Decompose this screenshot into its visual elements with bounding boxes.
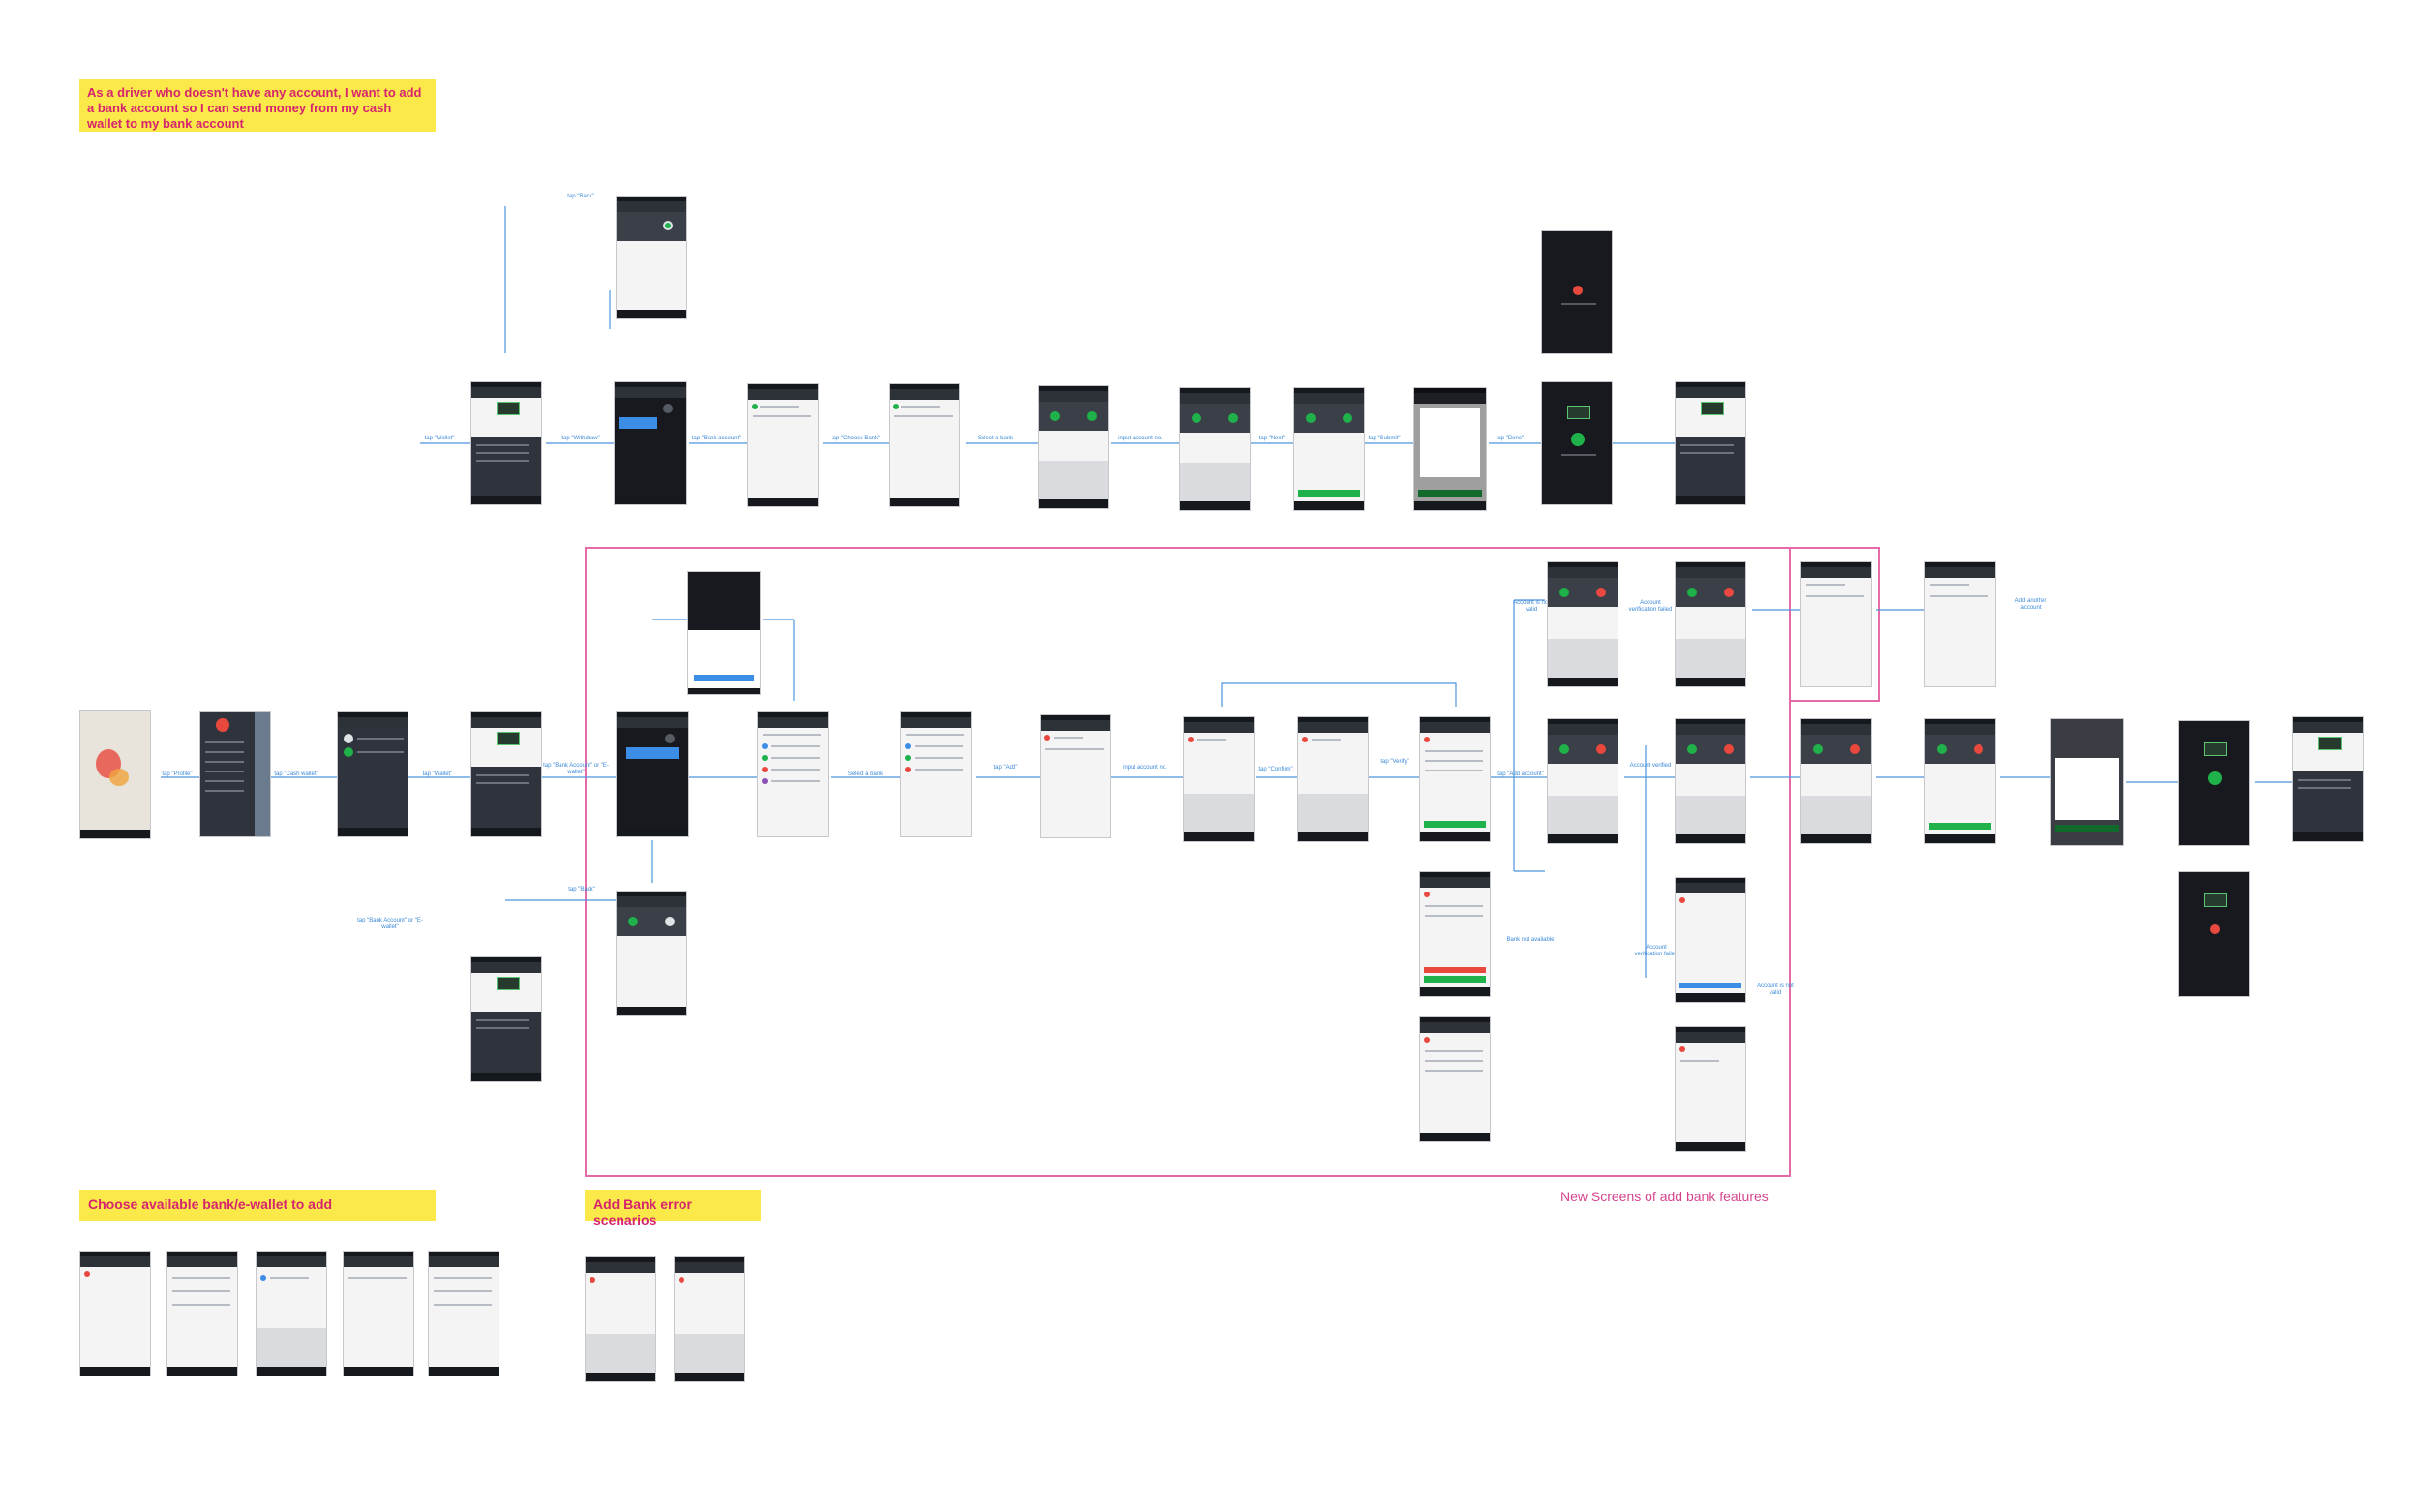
phone-screen-add-another-account	[1800, 561, 1872, 687]
phone-screen-choose-bank-4	[343, 1251, 414, 1376]
phone-screen-cash-wallet-empty	[470, 711, 542, 837]
phone-screen-bank-selected	[1040, 714, 1111, 838]
phone-screen-add-another-account-list	[1924, 561, 1996, 687]
phone-screen-side-menu	[199, 711, 271, 837]
flow-note: tap "Wallet"	[422, 771, 453, 777]
flow-note: tap "Cash wallet"	[274, 771, 318, 777]
phone-screen-account-review	[1419, 1016, 1491, 1142]
phone-screen-withdraw-success	[1541, 381, 1613, 505]
flow-note: tap "Choose Bank"	[831, 436, 881, 441]
phone-screen-bank-list	[757, 711, 829, 837]
phone-screen-bank-unavailable-detail	[1675, 1026, 1746, 1152]
story-sticky-note: As a driver who doesn't have any account…	[79, 79, 436, 132]
phone-screen-bank-type-sheet	[687, 571, 761, 695]
flow-note: tap "Back"	[568, 887, 595, 892]
flow-note: Account verified	[1629, 763, 1672, 769]
phone-screen-withdraw-to-bank-confirm	[1924, 718, 1996, 844]
flow-note: tap "Next"	[1258, 436, 1286, 441]
flow-note: tap "Back"	[567, 194, 594, 199]
phone-screen-bank-unavailable	[1675, 877, 1746, 1003]
flow-note: tap "Add"	[993, 765, 1018, 771]
flow-note: Bank not available	[1506, 937, 1555, 943]
flow-note: input account no.	[1118, 436, 1163, 441]
flow-note: tap "Bank account"	[691, 436, 741, 441]
phone-screen-bank-choice-dialog	[614, 381, 687, 505]
flow-note: tap "Profile"	[162, 771, 193, 777]
flow-note: input account no.	[1123, 765, 1167, 771]
phone-screen-account-error	[1419, 871, 1491, 997]
flow-note: tap "Done"	[1496, 436, 1525, 441]
phone-screen-account-number-filled	[1297, 716, 1369, 842]
phone-screen-withdraw-pending	[616, 891, 687, 1016]
new-screens-region-label: New Screens of add bank features	[1560, 1189, 1769, 1204]
phone-screen-verify-input	[1675, 718, 1746, 844]
error-scenarios-sticky-note: Add Bank error scenarios	[585, 1190, 761, 1227]
phone-screen-account-number-input	[1183, 716, 1255, 842]
phone-screen-choose-bank-2	[166, 1251, 238, 1376]
phone-screen-wallet-list	[337, 711, 408, 837]
phone-screen-choose-bank-5	[428, 1251, 499, 1376]
flow-note: Account is not valid	[1513, 600, 1550, 613]
phone-screen-add-account-filled	[889, 383, 960, 507]
phone-screen-wallet-result	[1675, 381, 1746, 505]
choose-bank-sticky-note: Choose available bank/e-wallet to add	[79, 1190, 436, 1221]
phone-screen-error-2	[674, 1256, 745, 1382]
flow-note: tap "Withdraw"	[561, 436, 600, 441]
flow-note: tap "Bank Account" or "E-wallet"	[543, 763, 609, 775]
phone-screen-withdraw-keypad	[1179, 387, 1251, 511]
phone-screen-wallet-added	[470, 956, 542, 1082]
phone-screen-account-holder	[1419, 716, 1491, 842]
flow-note: tap "Verify"	[1380, 759, 1409, 765]
flow-note: Account verification failed	[1634, 945, 1679, 957]
flow-note: tap "Confirm"	[1258, 767, 1293, 772]
phone-screen-verify-failed	[1675, 561, 1746, 687]
new-screens-region-notch	[1789, 700, 1880, 702]
phone-screen-map-home	[79, 710, 151, 839]
phone-screen-withdraw-to-bank-dialog	[2050, 718, 2124, 846]
phone-screen-add-bank-dialog	[616, 711, 689, 837]
phone-screen-choose-bank-3	[256, 1251, 327, 1376]
phone-screen-withdraw-to-bank-success	[2178, 720, 2250, 846]
phone-screen-add-account	[747, 383, 819, 507]
phone-screen-verify-keypad	[1547, 718, 1618, 844]
flow-note: tap "Wallet"	[424, 436, 455, 441]
phone-screen-withdraw-amount	[1038, 385, 1109, 509]
phone-screen-withdraw-to-bank-failed	[2178, 871, 2250, 997]
flow-note: Account verification failed	[1628, 600, 1673, 613]
phone-screen-wallet-final	[2292, 716, 2364, 842]
phone-screen-withdraw-to-bank	[1800, 718, 1872, 844]
phone-screen-confirm-dialog	[1413, 387, 1487, 511]
flow-note: Select a bank	[847, 771, 884, 777]
flow-note: Add another account	[2014, 598, 2047, 611]
phone-screen-withdraw-select	[616, 196, 687, 319]
flow-note: tap "Add account"	[1497, 771, 1544, 777]
flow-note: Account is not valid	[1757, 983, 1794, 996]
phone-screen-withdraw-failed	[1541, 230, 1613, 354]
flow-note: Select a bank	[977, 436, 1013, 441]
phone-screen-bank-search	[900, 711, 972, 837]
phone-screen-choose-bank-1	[79, 1251, 151, 1376]
phone-screen-cash-wallet	[470, 381, 542, 505]
phone-screen-error-1	[585, 1256, 656, 1382]
flow-note: tap "Submit"	[1368, 436, 1401, 441]
phone-screen-withdraw-confirm	[1293, 387, 1365, 511]
flow-note: tap "Bank Account" or "E-wallet"	[357, 918, 423, 930]
phone-screen-verify-failed-keypad	[1547, 561, 1618, 687]
